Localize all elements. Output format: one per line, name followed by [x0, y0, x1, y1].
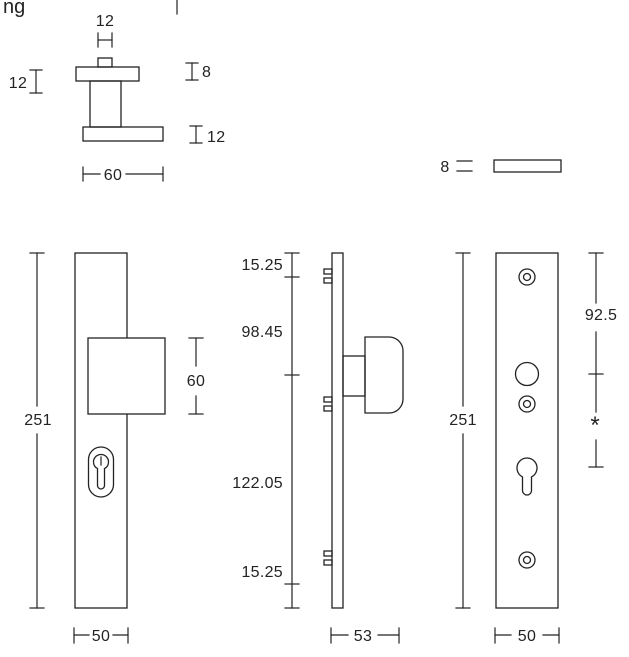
dim-label-top-offset: 15.25	[241, 257, 283, 274]
screw-ring	[518, 395, 536, 413]
cylinder-escutcheon	[87, 446, 115, 498]
dim-label-depth: 53	[354, 628, 372, 645]
plate-profile	[331, 252, 344, 609]
knob-cap	[75, 66, 140, 82]
clip-tooth	[323, 268, 333, 275]
screw-hole	[522, 399, 532, 409]
square-knob	[87, 337, 166, 415]
fixing-clip	[323, 268, 333, 284]
cropped-caption-text: ng	[3, 0, 25, 18]
sheet-fragments: ng	[3, 0, 178, 18]
knob-spindle	[97, 57, 113, 68]
dim-label-knob-width: 60	[104, 167, 122, 184]
fixing-clip	[323, 396, 333, 412]
knob-neck-profile	[342, 355, 366, 397]
clip-tooth	[323, 405, 333, 412]
back-view: 251 92.5 * 50	[449, 252, 617, 645]
knob-stem	[89, 80, 122, 128]
front-view: 251 60 50	[24, 252, 205, 645]
knob-body-profile	[364, 336, 404, 414]
knob-base	[82, 126, 164, 142]
dim-label-knob-size: 60	[187, 373, 205, 390]
screw-middle	[518, 395, 536, 413]
plate-edge-outline	[493, 159, 562, 173]
dim-label-variable-span: *	[590, 412, 599, 439]
dim-label-bottom-offset: 15.25	[241, 564, 283, 581]
dim-label-plate-thickness: 8	[440, 159, 449, 176]
cylinder-keyhole	[92, 453, 110, 490]
dim-label-cap-height: 12	[9, 75, 27, 92]
plate-outline	[495, 252, 559, 609]
dim-label-plate-width: 50	[518, 628, 536, 645]
screw-ring	[518, 551, 536, 569]
dim-label-plate-height: 251	[24, 412, 52, 429]
knob-spindle-hole	[514, 361, 540, 387]
dim-label-upper-span: 98.45	[241, 324, 283, 341]
fixing-clip	[323, 550, 333, 566]
dim-label-plate-width: 50	[92, 628, 110, 645]
screw-hole	[522, 555, 532, 565]
clip-tooth	[323, 550, 333, 557]
side-view: 15.25 98.45 122.05 15.25 53	[232, 252, 404, 645]
plate-outline	[74, 252, 128, 609]
dim-label-neck-height: 8	[202, 64, 211, 81]
dim-label-lower-span: 122.05	[232, 475, 283, 492]
screw-bottom	[518, 551, 536, 569]
cylinder-cutout	[516, 457, 538, 496]
clip-tooth	[323, 396, 333, 403]
dim-label-screw-span: 92.5	[585, 307, 617, 324]
clip-tooth	[323, 277, 333, 284]
screw-top	[518, 268, 536, 286]
dim-label-base-height: 12	[207, 129, 225, 146]
dim-label-plate-height: 251	[449, 412, 477, 429]
screw-hole	[522, 272, 532, 282]
plate-edge-view: 8	[440, 159, 562, 176]
clip-tooth	[323, 559, 333, 566]
dim-label-spindle-width: 12	[96, 13, 114, 30]
knob-detail-view: 12 12 8 12 60	[9, 13, 225, 184]
screw-ring	[518, 268, 536, 286]
